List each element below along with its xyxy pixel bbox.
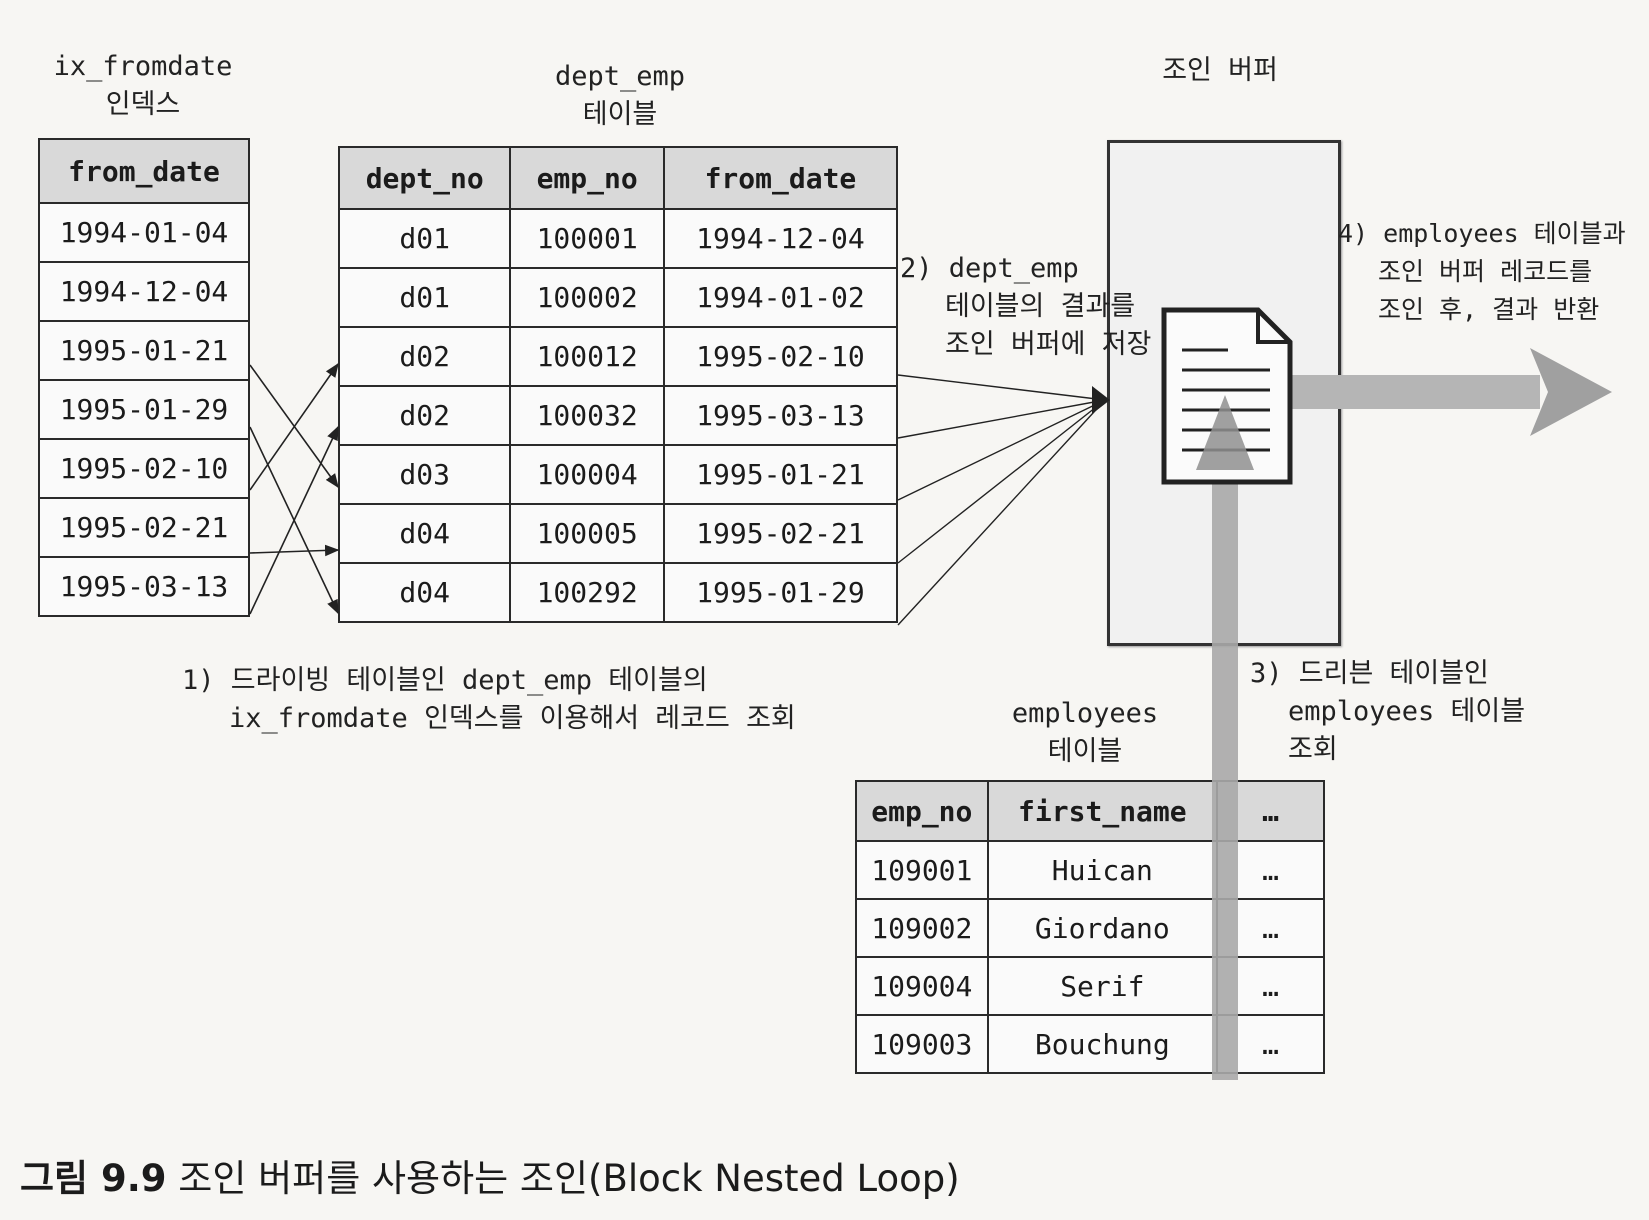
employees-header-cell: first_name (986, 780, 1219, 842)
dept-emp-cell: 100032 (509, 385, 665, 446)
employees-cell: Serif (986, 956, 1219, 1016)
step2-label: 2) dept_emp 테이블의 결과를 조인 버퍼에 저장 (900, 253, 1152, 360)
arrow-idx7-dept4 (249, 425, 339, 615)
index-row: 1995-03-13 (38, 556, 250, 617)
employees-cell: Bouchung (986, 1014, 1219, 1074)
dept-emp-cell: d02 (337, 385, 512, 446)
dept-emp-cell: 1995-02-21 (662, 503, 899, 564)
dept-emp-cell: d01 (337, 208, 512, 269)
dept-emp-cell: 1994-01-02 (662, 267, 899, 328)
index-lookup-arrows (249, 362, 340, 615)
employees-title: employees 테이블 (1011, 698, 1159, 767)
dept-emp-cell: d04 (337, 503, 512, 564)
figure-label: 그림 9.9 (20, 1157, 167, 1200)
index-cell: 1995-02-21 (38, 497, 250, 558)
figure-caption-text: 조인 버퍼를 사용하는 조인(Block Nested Loop) (178, 1157, 960, 1200)
document-icon (1161, 307, 1293, 485)
dept-emp-header-cell: from_date (662, 146, 899, 210)
dept-emp-cell: 1994-12-04 (662, 208, 899, 269)
employees-cell: 109004 (855, 956, 989, 1016)
employees-cell: Huican (986, 840, 1219, 900)
arrow-idx5-dept3 (249, 362, 339, 491)
index-cell: 1995-01-21 (38, 320, 250, 381)
arrow-idx6-dept6 (249, 544, 340, 557)
dept-emp-cell: 100001 (509, 208, 665, 269)
step1-label: 1) 드라이빙 테이블인 dept_emp 테이블의 ix_fromdate 인… (182, 665, 796, 734)
dept-emp-cell: 100292 (509, 562, 665, 623)
arrow-right-icon (1290, 348, 1612, 436)
dept-emp-header-cell: emp_no (509, 146, 665, 210)
dept-emp-cell: 1995-01-21 (662, 444, 899, 505)
index-cell: 1995-03-13 (38, 556, 250, 617)
employees-cell: 109003 (855, 1014, 989, 1074)
index-header: from_date (38, 138, 250, 204)
figure-caption: 그림 9.9 조인 버퍼를 사용하는 조인(Block Nested Loop) (20, 1148, 960, 1202)
join-buffer-title: 조인 버퍼 (1162, 55, 1278, 86)
step4-label: 4) employees 테이블과 조인 버퍼 레코드를 조인 후, 결과 반환 (1338, 219, 1626, 324)
index-title: ix_fromdate 인덱스 (53, 51, 233, 120)
dept-emp-cell: 100004 (509, 444, 665, 505)
dept-emp-cell: d04 (337, 562, 512, 623)
index-row: 1995-01-29 (38, 379, 250, 440)
dept-emp-cell: 1995-02-10 (662, 326, 899, 387)
index-row: 1994-12-04 (38, 261, 250, 322)
index-row: 1994-01-04 (38, 202, 250, 263)
employees-cell: 109001 (855, 840, 989, 900)
dept-emp-cell: 100012 (509, 326, 665, 387)
dept-emp-cell: d02 (337, 326, 512, 387)
dept-emp-cell: d03 (337, 444, 512, 505)
dept-emp-title: dept_emp 테이블 (554, 61, 686, 130)
dept-emp-cell: 1995-01-29 (662, 562, 899, 623)
dept-emp-cell: 100002 (509, 267, 665, 328)
index-row: 1995-01-21 (38, 320, 250, 381)
index-cell: 1995-01-29 (38, 379, 250, 440)
dept-emp-cell: 100005 (509, 503, 665, 564)
dept-emp-header-cell: dept_no (337, 146, 512, 210)
dept-emp-cell: 1995-03-13 (662, 385, 899, 446)
employees-cell: Giordano (986, 898, 1219, 958)
buffer-store-arrows (897, 374, 1110, 626)
employees-cell: 109002 (855, 898, 989, 958)
index-cell: 1994-01-04 (38, 202, 250, 263)
index-cell: 1994-12-04 (38, 261, 250, 322)
dept-emp-cell: d01 (337, 267, 512, 328)
index-row: 1995-02-21 (38, 497, 250, 558)
index-cell: 1995-02-10 (38, 438, 250, 499)
employees-header-cell: emp_no (855, 780, 989, 842)
step3-label: 3) 드리븐 테이블인 employees 테이블 조회 (1250, 658, 1526, 765)
index-row: 1995-02-10 (38, 438, 250, 499)
